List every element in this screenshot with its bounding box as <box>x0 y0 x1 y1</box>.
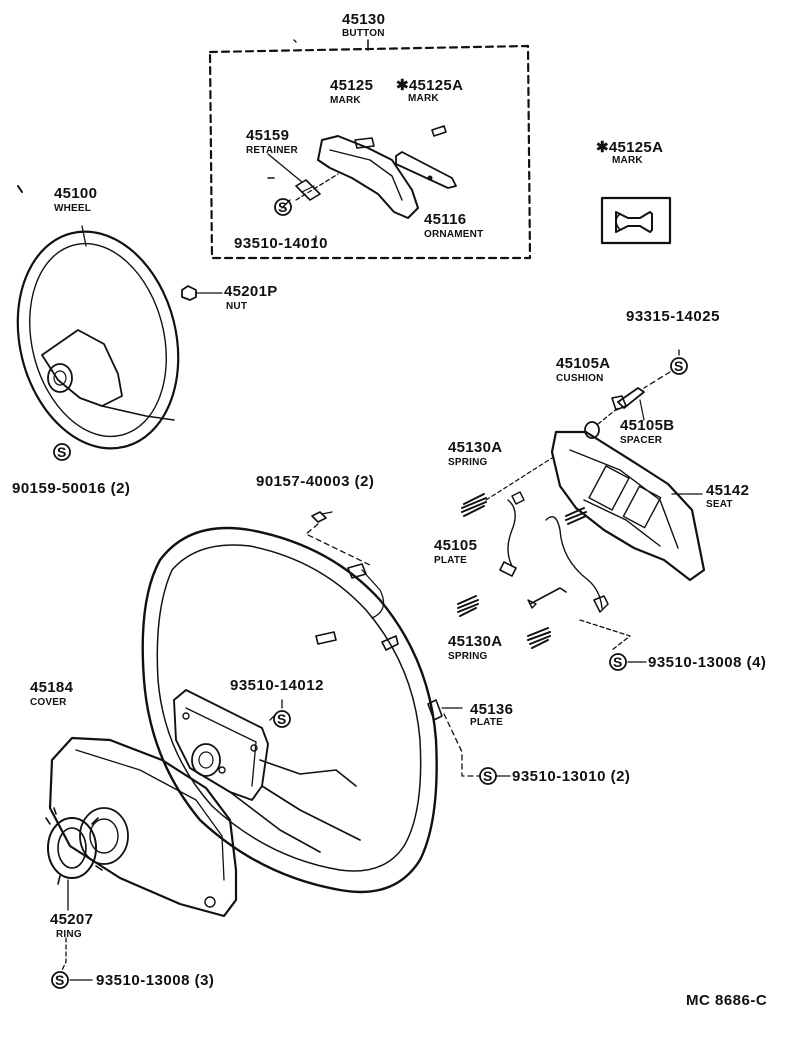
button-pad <box>317 135 419 219</box>
retainer-part-number: 45159 <box>246 127 290 144</box>
screw-ring-code: 93510-13008 (3) <box>96 972 215 989</box>
stray-mark <box>17 185 23 193</box>
spacer-part-name: SPACER <box>620 435 663 446</box>
ornament-part-number: 45116 <box>424 211 467 228</box>
s-symbol: S <box>57 444 67 460</box>
screw-seat-code: 93510-13008 (4) <box>648 654 767 671</box>
screw-plate-code: 93510-13010 (2) <box>512 768 631 785</box>
seat-part-number: 45142 <box>706 482 750 499</box>
spring-middle <box>457 595 479 617</box>
ornament-part-name: ORNAMENT <box>424 229 484 240</box>
s-symbol: S <box>278 199 288 215</box>
retainer-part-name: RETAINER <box>246 145 298 156</box>
spring-seat-area <box>565 507 587 525</box>
screw-wheel-code: 90159-50016 (2) <box>12 480 131 497</box>
seat-part-name: SEAT <box>706 499 733 510</box>
button-part-name: BUTTON <box>342 28 385 39</box>
horn-mark-box <box>600 196 672 245</box>
screw-button-code: 93510-14010 <box>234 235 328 252</box>
bolt-top-code: 93315-14025 <box>626 308 720 325</box>
button-part-number: 45130 <box>342 11 386 28</box>
nut-part-name: NUT <box>226 301 248 312</box>
spring-lower-part-name: SPRING <box>448 651 488 662</box>
spacer-part-number: 45105B <box>620 417 675 434</box>
plate-45105-part-number: 45105 <box>434 537 478 554</box>
plate-45136-part-number: 45136 <box>470 701 514 718</box>
cushion-part-name: CUSHION <box>556 373 604 384</box>
upper-wheel <box>16 225 180 450</box>
plate-45136-part-name: PLATE <box>470 717 504 728</box>
mark-part-name: MARK <box>330 95 361 106</box>
horn-icon <box>615 211 653 233</box>
cover <box>48 736 238 918</box>
cushion-part-number: 45105A <box>556 355 611 372</box>
screw-90157 <box>305 511 373 567</box>
s-symbol: S <box>483 768 493 784</box>
spring-upper <box>461 457 553 517</box>
s-symbol: S <box>277 711 287 727</box>
screw-center-code: 93510-14012 <box>230 677 324 694</box>
mark-a-part <box>431 125 447 137</box>
s-symbol: S <box>674 358 684 374</box>
mark-a2-part-number: ✱45125A <box>596 139 664 156</box>
s-symbol: S <box>55 972 65 988</box>
ornament <box>395 151 457 189</box>
plate-45105-part-name: PLATE <box>434 555 468 566</box>
nut-part-number: 45201P <box>224 283 278 300</box>
drawing-code: MC 8686-C <box>686 992 768 1009</box>
spacer-bolt <box>611 349 680 421</box>
spring-upper-part-number: 45130A <box>448 439 503 456</box>
wheel-part-number: 45100 <box>54 185 98 202</box>
spring-upper-part-name: SPRING <box>448 457 488 468</box>
spring-lower-part-number: 45130A <box>448 633 503 650</box>
spring-lower <box>527 627 551 649</box>
cover-part-number: 45184 <box>30 679 74 696</box>
nut <box>181 285 223 301</box>
ring-part-number: 45207 <box>50 911 94 928</box>
plate-lead <box>443 713 481 777</box>
retainer <box>267 153 339 201</box>
s-symbol: S <box>613 654 623 670</box>
button-assembly-box <box>208 39 532 260</box>
seat <box>550 430 706 582</box>
mark-a-part-number: ✱45125A <box>396 77 464 94</box>
ring <box>45 807 103 971</box>
mark-a-part-name: MARK <box>408 93 439 104</box>
lower-wheel <box>141 526 438 894</box>
screw-pad-code: 90157-40003 (2) <box>256 473 375 490</box>
cover-part-name: COVER <box>30 697 67 708</box>
cushion <box>584 421 600 439</box>
wheel-part-name: WHEEL <box>54 203 92 214</box>
ring-part-name: RING <box>56 929 82 940</box>
wheel-small-parts <box>315 563 463 721</box>
mark-part-number: 45125 <box>330 77 374 94</box>
mark-a2-part-name: MARK <box>612 155 643 166</box>
wire-harness <box>499 491 631 651</box>
leader-lines <box>69 199 647 981</box>
